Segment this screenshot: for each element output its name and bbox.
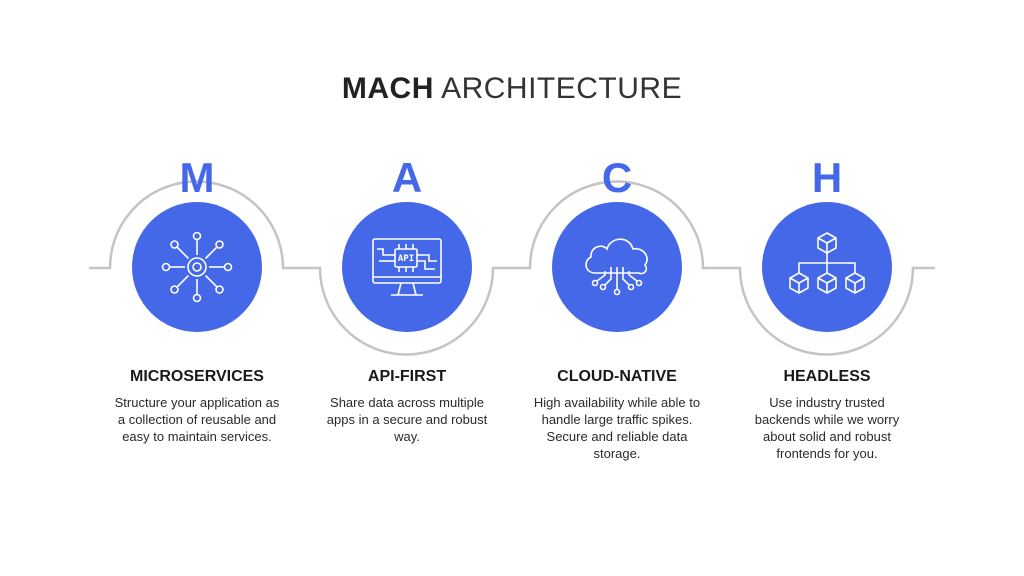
cube-hierarchy-icon [789,232,865,294]
api-monitor-icon: API [372,238,442,296]
cloud-network-icon [585,238,648,296]
page-title: MACH ARCHITECTURE [0,72,1024,106]
letter-c: C [601,154,633,201]
microservices-gear-icon [161,231,233,303]
title-light: ARCHITECTURE [441,72,683,105]
step-title-headless: HEADLESS [783,368,871,385]
step-desc-api-first: Share data across multiple apps in a sec… [326,395,488,444]
step-desc-cloud-native: High availability while able to handle l… [533,395,701,461]
letter-m: M [179,154,215,201]
step-title-microservices: MICROSERVICES [130,368,264,385]
letter-h: H [811,154,843,201]
cloud-native-disc [552,202,682,332]
step-title-api-first: API-FIRST [367,368,447,385]
headless-disc [762,202,892,332]
step-desc-microservices: Structure your application as a collecti… [114,395,280,444]
step-desc-headless: Use industry trusted backends while we w… [754,395,900,461]
letter-a: A [391,154,423,201]
title-bold: MACH [341,72,434,105]
step-title-cloud-native: CLOUD-NATIVE [557,368,677,385]
microservices-disc [132,202,262,332]
api-icon-label: API [398,254,414,264]
api-first-disc: API [342,202,472,332]
